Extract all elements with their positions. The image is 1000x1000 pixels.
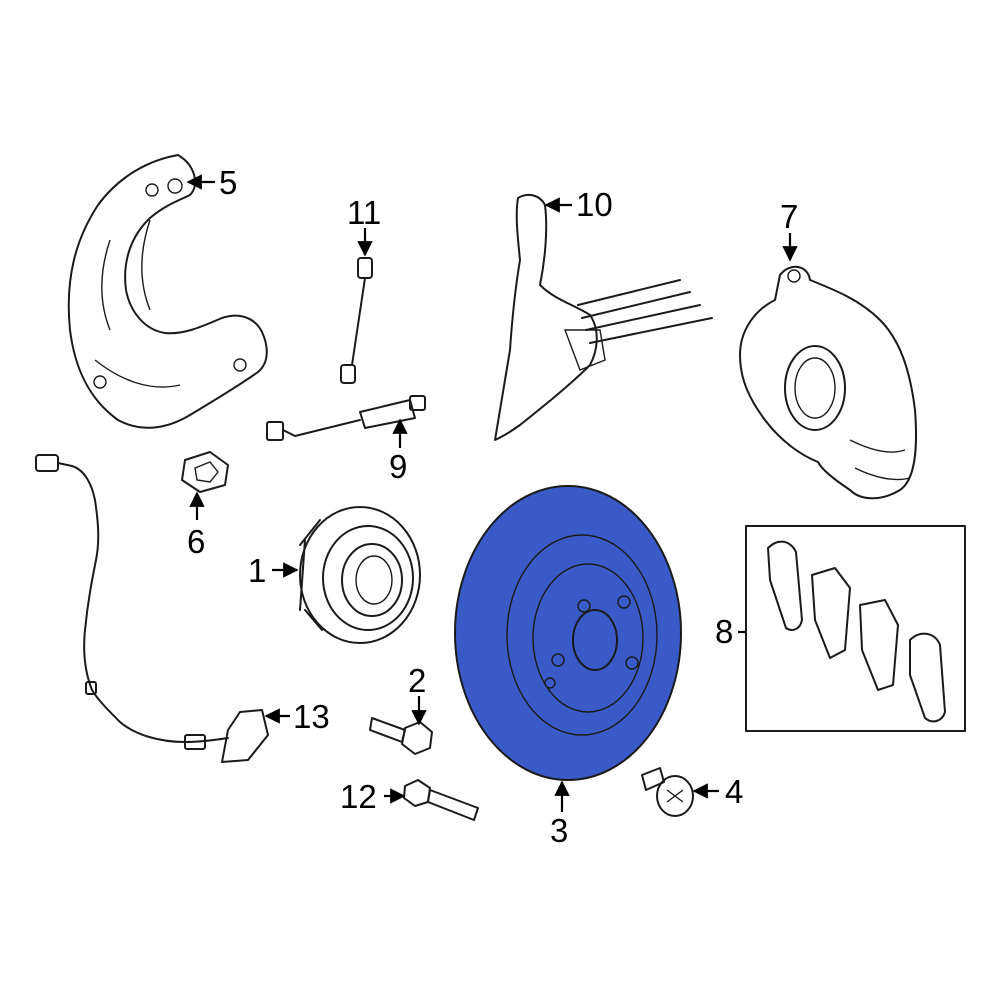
rotor-screw[interactable] <box>641 767 694 817</box>
callout-8: 8 <box>715 613 733 650</box>
brake-pad-set[interactable] <box>745 525 966 732</box>
leader-lines <box>186 174 798 812</box>
callout-1: 1 <box>248 552 266 589</box>
splash-shield[interactable] <box>67 154 268 429</box>
callout-9: 9 <box>389 448 407 485</box>
bolt[interactable] <box>369 717 433 755</box>
callout-11: 11 <box>347 194 381 231</box>
brake-rotor[interactable] <box>454 485 682 781</box>
nut[interactable] <box>181 451 229 493</box>
hub-bolt[interactable] <box>403 779 479 821</box>
callout-12: 12 <box>340 778 377 815</box>
callout-10: 10 <box>576 186 613 223</box>
wear-sensor[interactable] <box>340 257 373 384</box>
abs-sensor-harness[interactable] <box>35 454 269 763</box>
callout-5: 5 <box>219 164 237 201</box>
air-guide[interactable] <box>494 193 713 441</box>
callout-3: 3 <box>550 812 568 849</box>
callout-4: 4 <box>725 773 743 810</box>
callout-2: 2 <box>408 662 426 699</box>
callout-7: 7 <box>780 198 798 235</box>
callout-6: 6 <box>187 523 205 560</box>
brake-wear-sensor[interactable] <box>266 395 426 441</box>
brake-caliper[interactable] <box>739 265 918 500</box>
wheel-hub-assembly[interactable] <box>299 506 421 644</box>
callout-13: 13 <box>293 698 330 735</box>
callout-labels: 5 11 10 7 9 6 1 8 2 13 12 4 3 <box>187 164 798 849</box>
